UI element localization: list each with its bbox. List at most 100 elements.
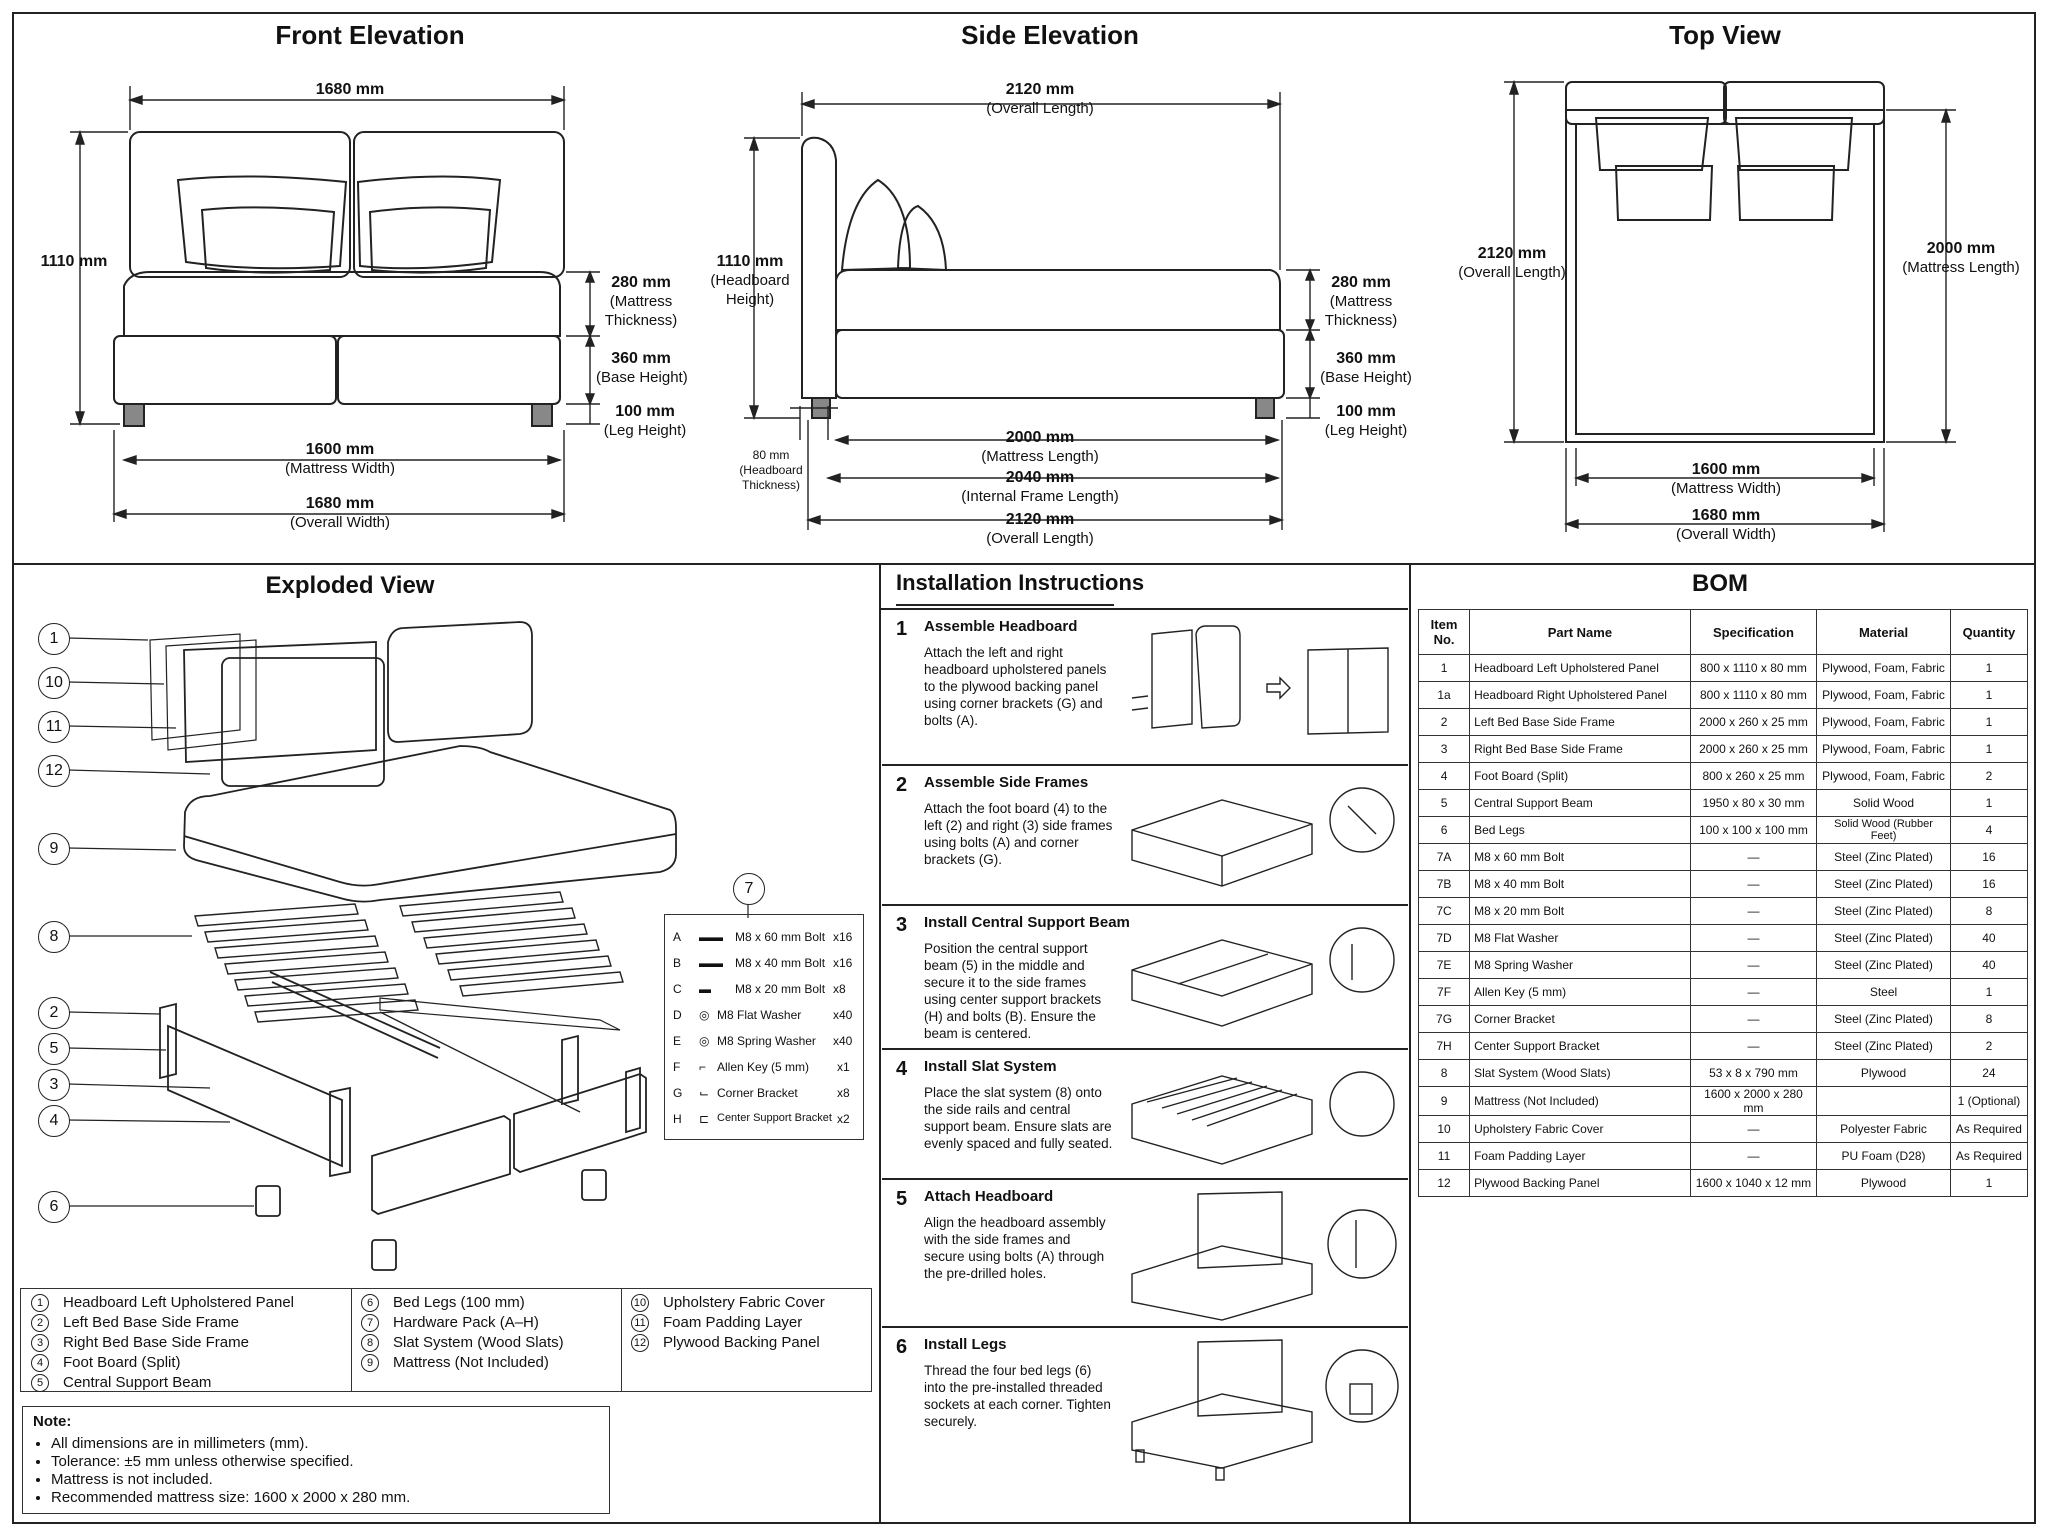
install-step-3: 3 Install Central Support Beam Position … — [882, 906, 1408, 1050]
install-step-1: 1 Assemble Headboard Attach the left and… — [882, 610, 1408, 766]
note-box: Note: All dimensions are in millimeters … — [22, 1406, 610, 1514]
bom-cell: — — [1689, 978, 1818, 1006]
bom-cell: Center Support Bracket — [1469, 1032, 1691, 1060]
bom-cell: 1 — [1949, 654, 2029, 682]
bom-cell: M8 x 60 mm Bolt — [1469, 843, 1691, 871]
bom-cell — [1816, 1086, 1951, 1116]
top-view-title: Top View — [1669, 20, 1781, 50]
bom-cell: As Required — [1949, 1115, 2029, 1143]
bom-cell: Right Bed Base Side Frame — [1469, 735, 1691, 763]
note-title: Note: — [33, 1413, 72, 1430]
bom-cell: 8 — [1949, 1005, 2029, 1033]
bom-cell: 2 — [1417, 708, 1471, 736]
bom-cell: Plywood — [1816, 1059, 1951, 1087]
step-1-illustration — [1131, 625, 1389, 735]
exploded-view-drawing — [67, 621, 749, 1271]
bom-cell: Central Support Beam — [1469, 789, 1691, 817]
bom-cell: 1 — [1949, 708, 2029, 736]
callout-12: 12 — [38, 755, 70, 787]
top-overall-width-label: 1680 mm(Overall Width) — [1675, 507, 1776, 543]
bom-cell: 16 — [1949, 870, 2029, 898]
bom-cell: 7C — [1417, 897, 1471, 925]
bom-cell: Plywood, Foam, Fabric — [1816, 735, 1951, 763]
bom-cell: As Required — [1949, 1142, 2029, 1170]
bom-cell: — — [1689, 1032, 1818, 1060]
bom-cell: 100 x 100 x 100 mm — [1689, 816, 1818, 844]
bom-cell: 2000 x 260 x 25 mm — [1689, 708, 1818, 736]
bom-cell: 800 x 1110 x 80 mm — [1689, 681, 1818, 709]
bom-cell: Steel (Zinc Plated) — [1816, 1032, 1951, 1060]
side-elevation-title: Side Elevation — [961, 20, 1139, 50]
bom-cell: — — [1689, 897, 1818, 925]
note-item: All dimensions are in millimeters (mm). — [51, 1435, 599, 1453]
bom-cell: Steel (Zinc Plated) — [1816, 951, 1951, 979]
install-step-4: 4 Install Slat System Place the slat sys… — [882, 1050, 1408, 1180]
bom-cell: 4 — [1949, 816, 2029, 844]
callout-11: 11 — [38, 711, 70, 743]
bom-cell: Steel (Zinc Plated) — [1816, 843, 1951, 871]
section-divider-vertical-2 — [1409, 564, 1411, 1524]
bom-cell: 2 — [1949, 762, 2029, 790]
bom-cell: M8 Flat Washer — [1469, 924, 1691, 952]
front-base-height-label: 360 mm(Base Height) — [596, 350, 688, 386]
bom-cell: 1 — [1949, 978, 2029, 1006]
bom-cell: Plywood — [1816, 1169, 1951, 1197]
bom-cell: 10 — [1417, 1115, 1471, 1143]
bom-cell: 1 (Optional) — [1949, 1086, 2029, 1116]
top-mattress-length-label: 2000 mm(Mattress Length) — [1902, 240, 2020, 276]
top-overall-length-label: 2120 mm(Overall Length) — [1458, 245, 1566, 281]
bom-cell: Headboard Right Upholstered Panel — [1469, 681, 1691, 709]
side-elevation-drawing — [744, 92, 1320, 530]
bom-cell: 3 — [1417, 735, 1471, 763]
bolt-icon: ▬▬ — [699, 930, 723, 944]
bom-cell: 1 — [1417, 654, 1471, 682]
side-overall-length-top-label: 2120 mm(Overall Length) — [986, 81, 1094, 117]
bom-cell: Plywood Backing Panel — [1469, 1169, 1691, 1197]
bom-cell: 16 — [1949, 843, 2029, 871]
corner-bracket-icon: ⌙ — [699, 1086, 710, 1100]
front-leg-height-label: 100 mm(Leg Height) — [603, 403, 687, 439]
bom-header-item: Item No. — [1417, 609, 1471, 655]
bom-cell: Steel (Zinc Plated) — [1816, 897, 1951, 925]
bom-cell: 800 x 1110 x 80 mm — [1689, 654, 1818, 682]
callout-5: 5 — [38, 1033, 70, 1065]
bom-cell: Plywood, Foam, Fabric — [1816, 654, 1951, 682]
bom-cell: 7A — [1417, 843, 1471, 871]
bom-cell: 40 — [1949, 924, 2029, 952]
callout-6: 6 — [38, 1191, 70, 1223]
step-6-illustration — [1131, 1339, 1399, 1481]
spring-washer-icon: ◎ — [699, 1034, 710, 1048]
bom-cell: Steel (Zinc Plated) — [1816, 870, 1951, 898]
side-mattress-length-label: 2000 mm(Mattress Length) — [981, 429, 1099, 465]
side-leg-height-label: 100 mm(Leg Height) — [1324, 403, 1408, 439]
front-elevation-drawing — [70, 86, 600, 522]
bom-cell: 1a — [1417, 681, 1471, 709]
bom-cell: 7H — [1417, 1032, 1471, 1060]
bom-cell: 7E — [1417, 951, 1471, 979]
install-step-6: 6 Install Legs Thread the four bed legs … — [882, 1328, 1408, 1524]
side-base-height-label: 360 mm(Base Height) — [1320, 350, 1412, 386]
bom-cell: Plywood, Foam, Fabric — [1816, 708, 1951, 736]
bom-cell: 1 — [1949, 1169, 2029, 1197]
callout-7: 7 — [733, 873, 765, 905]
bom-cell: Slat System (Wood Slats) — [1469, 1059, 1691, 1087]
bom-cell: — — [1689, 1005, 1818, 1033]
